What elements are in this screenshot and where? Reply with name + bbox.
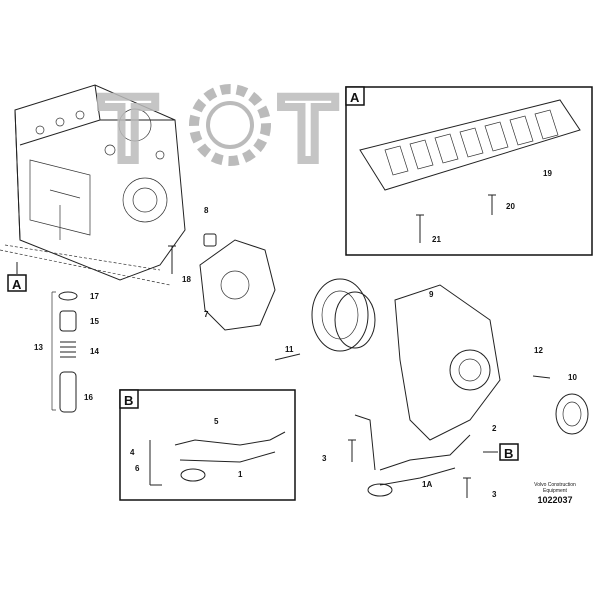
seal-10 [555, 393, 589, 435]
svg-text:T: T [280, 78, 336, 180]
detail-b-label: B [124, 393, 133, 408]
relief-valve-parts [51, 291, 78, 413]
callout-8: 8 [204, 206, 209, 215]
callout-20: 20 [506, 202, 515, 211]
callout-10: 10 [568, 373, 577, 382]
callout-4: 4 [130, 448, 135, 457]
detail-a-label: A [350, 90, 360, 105]
detail-box-a [345, 86, 593, 256]
callout-2: 2 [492, 424, 497, 433]
pump-gear [311, 278, 376, 352]
detail-box-b [119, 389, 296, 501]
brand-line-1: Volvo Construction [534, 482, 576, 488]
callout-17: 17 [90, 292, 99, 301]
callout-1: 1 [238, 470, 243, 479]
callout-6: 6 [135, 464, 140, 473]
callout-21: 21 [432, 235, 441, 244]
gasket-7 [199, 239, 276, 331]
oil-pump [394, 284, 501, 441]
drawing-footer: Volvo Construction Equipment 1022037 [534, 482, 576, 505]
callout-7: 7 [204, 310, 209, 319]
callout-3b: 3 [492, 490, 497, 499]
callout-1a: 1A [422, 480, 432, 489]
callout-labels: 1 1A 2 3 3 4 5 6 7 8 9 10 11 12 13 14 15… [34, 169, 577, 499]
callout-12: 12 [534, 346, 543, 355]
svg-text:T: T [100, 78, 156, 180]
suction-pipe-1a [354, 414, 471, 486]
callout-13: 13 [34, 343, 43, 352]
callout-3a: 3 [322, 454, 327, 463]
pipe-1 [149, 431, 286, 486]
gasket-19 [359, 99, 581, 191]
callout-14: 14 [90, 347, 99, 356]
callout-11: 11 [285, 345, 294, 354]
callout-18: 18 [182, 275, 191, 284]
engine-block [0, 84, 186, 286]
tot-watermark-logo: T T [96, 74, 340, 184]
ref-a-left: A [12, 277, 22, 292]
brand-line-2: Equipment [543, 488, 568, 494]
callout-19: 19 [543, 169, 552, 178]
callout-15: 15 [90, 317, 99, 326]
callout-9: 9 [429, 290, 434, 299]
callout-16: 16 [84, 393, 93, 402]
ref-b-right: B [504, 446, 513, 461]
drawing-number: 1022037 [537, 495, 572, 505]
callout-5: 5 [214, 417, 219, 426]
